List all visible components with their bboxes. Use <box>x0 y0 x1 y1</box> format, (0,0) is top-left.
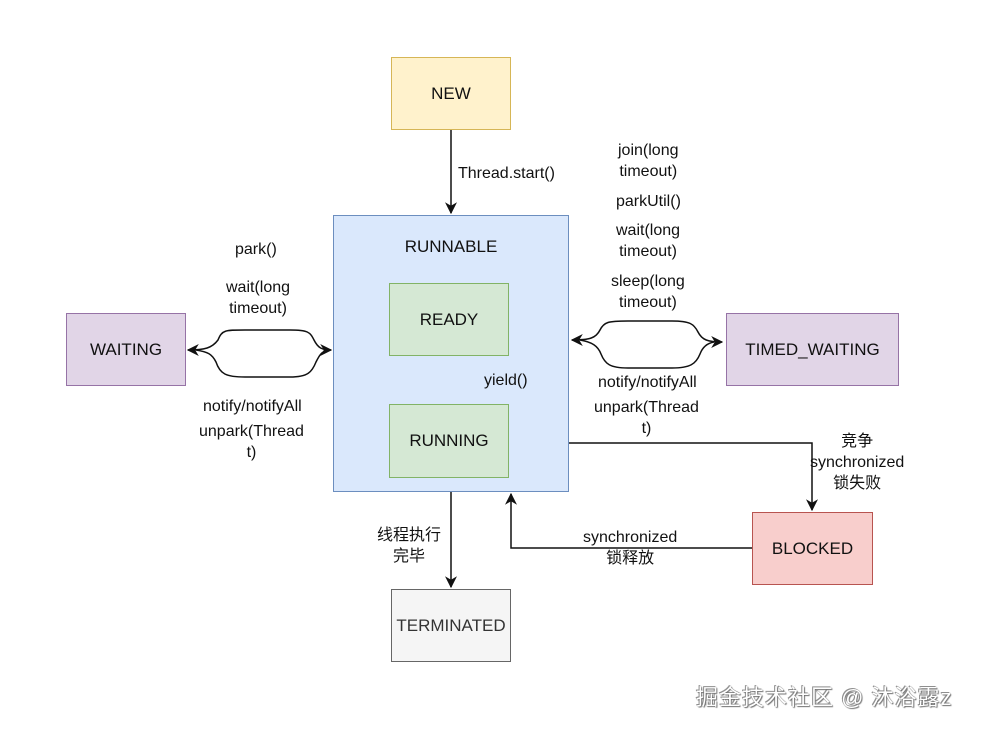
state-new: NEW <box>391 57 511 130</box>
state-blocked: BLOCKED <box>752 512 873 585</box>
label-notify-left: notify/notifyAll <box>203 398 302 415</box>
label-park-util: parkUtil() <box>616 193 681 210</box>
label-yield: yield() <box>484 372 528 389</box>
state-terminated: TERMINATED <box>391 589 511 662</box>
label-notify-right: notify/notifyAll <box>598 374 697 391</box>
label-wait-long-timeout-left: wait(long timeout) <box>226 279 291 317</box>
edge-blocked-to-runnable <box>505 492 752 549</box>
edge-runnable-timed-lower <box>579 339 715 369</box>
state-running-label: RUNNING <box>409 431 489 450</box>
state-waiting: WAITING <box>66 313 186 386</box>
label-unpark-left: unpark(Thread t) <box>199 423 304 461</box>
label-unpark-right: unpark(Thread t) <box>594 399 699 437</box>
label-park: park() <box>235 241 277 258</box>
edge-waiting-runnable-bidirectional <box>186 329 333 356</box>
state-runnable-label: RUNNABLE <box>404 237 498 256</box>
state-timed-waiting: TIMED_WAITING <box>726 313 899 386</box>
edge-runnable-to-blocked <box>569 442 818 512</box>
state-blocked-label: BLOCKED <box>771 538 854 558</box>
label-thread-done: 线程执行 完毕 <box>377 527 442 565</box>
edge-runnable-timed-bidirectional <box>570 320 724 348</box>
label-sleep-long-timeout: sleep(long timeout) <box>611 273 685 311</box>
state-ready-label: READY <box>419 309 479 329</box>
label-join-long-timeout: join(long timeout) <box>618 142 679 180</box>
label-sync-release: synchronized 锁释放 <box>583 529 678 567</box>
state-timed-waiting-label: TIMED_WAITING <box>745 339 880 359</box>
state-terminated-label: TERMINATED <box>396 615 506 635</box>
label-wait-long-timeout-right: wait(long timeout) <box>616 222 681 260</box>
state-waiting-label: WAITING <box>89 339 163 359</box>
state-ready: READY <box>389 283 509 356</box>
edge-waiting-runnable-lower <box>195 349 327 378</box>
state-new-label: NEW <box>431 83 471 103</box>
label-compete-sync-fail: 竞争 synchronized 锁失败 <box>810 433 905 492</box>
label-thread-start: Thread.start() <box>458 165 555 182</box>
watermark: 掘金技术社区 @ 沐浴露z <box>696 685 953 710</box>
state-running: RUNNING <box>389 404 509 478</box>
